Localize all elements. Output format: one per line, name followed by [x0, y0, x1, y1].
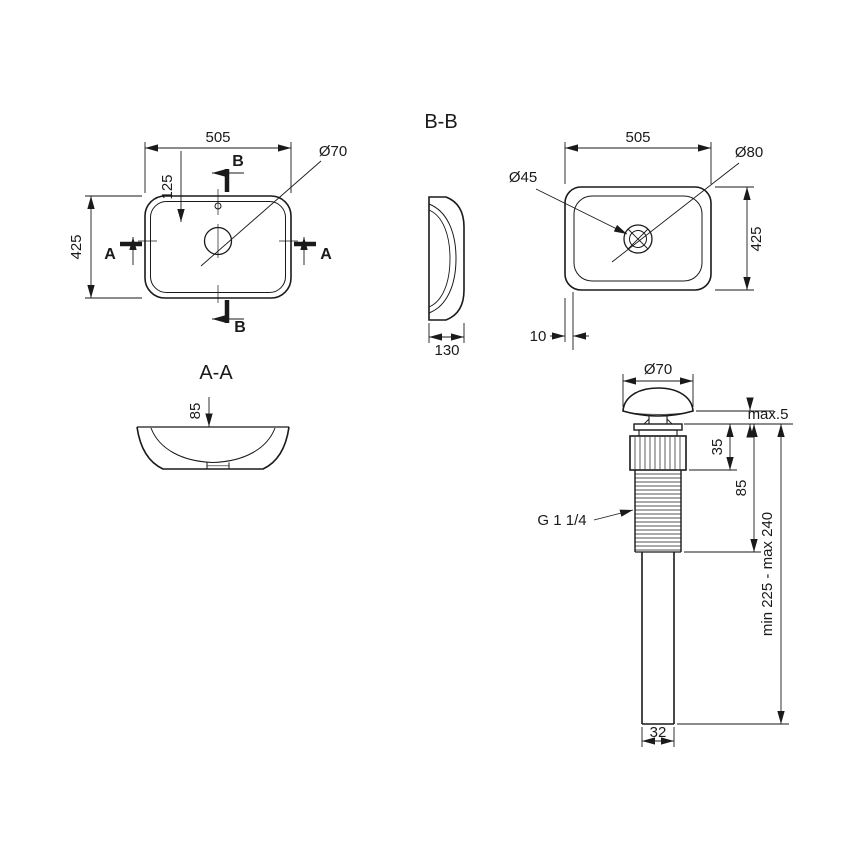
- drain-cross: [627, 228, 649, 250]
- section-aa-outline: [136, 426, 290, 470]
- section-bb-bowl-curve: [428, 203, 457, 314]
- marker-a-left: A: [104, 246, 116, 263]
- dim-top-drain: Ø70: [319, 143, 347, 160]
- underside-outer: [564, 186, 712, 291]
- dim-top-depth: 425: [68, 234, 85, 259]
- section-aa-drain-detail: [206, 462, 230, 469]
- flange-washer: [633, 423, 683, 431]
- section-aa-dimensions: 85: [187, 397, 213, 427]
- threaded-section: [634, 470, 682, 553]
- underside-inner: [573, 195, 703, 282]
- centerlines: [138, 189, 298, 303]
- section-aa-view: [136, 426, 290, 470]
- dim-cap-diameter: Ø70: [644, 361, 672, 378]
- lock-nut-knurling: [634, 437, 681, 469]
- pop-up-cap: [622, 387, 694, 417]
- thread-ribs: [635, 473, 681, 551]
- dim-install-length: min 225 - max 240: [759, 512, 776, 636]
- cap-stem: [643, 416, 673, 425]
- section-bb-view: [428, 196, 465, 321]
- marker-b-top: B: [232, 153, 244, 170]
- marker-b-bottom: B: [234, 319, 246, 336]
- dim-drain-outer: Ø80: [735, 144, 763, 161]
- top-view-dimensions: 505 125 425 Ø70: [68, 129, 347, 299]
- dim-rim-offset: 10: [530, 328, 547, 345]
- section-aa-bowl-curve: [150, 427, 276, 464]
- drain-assembly: [622, 387, 694, 725]
- drain-inner-circle: [629, 230, 647, 248]
- drain-assembly-dimensions: Ø70 max.5 35 85 min 225 - max 240 G 1 1/…: [537, 361, 793, 747]
- section-bb-title: B-B: [424, 111, 457, 133]
- dim-bb-height: 130: [434, 342, 459, 359]
- section-bb-outline: [428, 196, 465, 321]
- dim-upper-height: 35: [709, 439, 726, 456]
- tailpipe: [641, 552, 675, 725]
- dim-top-faucet-offset: 125: [159, 174, 176, 199]
- dim-underside-width: 505: [625, 129, 650, 146]
- section-bb-dimensions: 130: [428, 323, 465, 359]
- underside-dimensions: 505 Ø80 Ø45 425 10: [509, 129, 765, 350]
- lock-nut: [629, 435, 687, 471]
- section-bb-wall-curve: [428, 209, 451, 308]
- dim-cap-gap: max.5: [748, 406, 789, 423]
- dim-thread-size: G 1 1/4: [537, 512, 586, 529]
- marker-a-right: A: [320, 246, 332, 263]
- dim-tailpipe-diameter: 32: [650, 724, 667, 741]
- seal-washer: [638, 429, 678, 437]
- underside-view: [564, 186, 712, 291]
- dim-underside-depth: 425: [748, 226, 765, 251]
- cap-underside-line: [628, 412, 688, 415]
- drain-outer-circle: [623, 224, 653, 254]
- top-view: [138, 189, 298, 303]
- dim-body-height: 85: [733, 480, 750, 497]
- dim-top-width: 505: [205, 129, 230, 146]
- section-cut-markers: B B A A: [104, 153, 332, 336]
- dim-aa-height: 85: [187, 403, 204, 420]
- dim-drain-inner: Ø45: [509, 169, 537, 186]
- section-aa-title: A-A: [199, 362, 233, 384]
